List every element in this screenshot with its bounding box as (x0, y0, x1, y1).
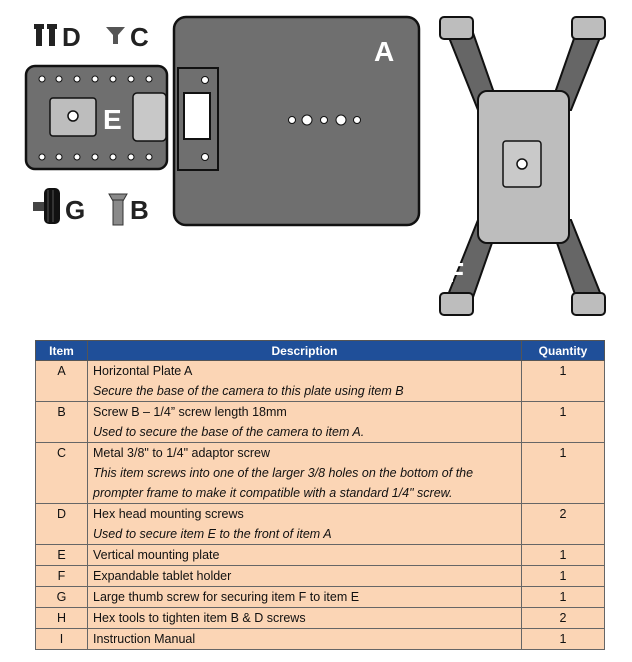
description-note: Secure the base of the camera to this pl… (93, 384, 404, 398)
cell-quantity: 1 (521, 586, 605, 608)
cell-item: C (35, 442, 88, 504)
description-title: Horizontal Plate A (93, 364, 193, 378)
label-b: B (130, 195, 149, 225)
cell-quantity: 1 (521, 628, 605, 650)
label-g: G (65, 195, 85, 225)
vertical-mounting-plate-e (24, 64, 169, 171)
cell-quantity: 1 (521, 401, 605, 443)
description-title: Vertical mounting plate (93, 548, 220, 562)
description-title: Hex head mounting screws (93, 507, 244, 521)
thumb-screw-g (33, 188, 60, 224)
description-title: Large thumb screw for securing item F to… (93, 590, 360, 604)
table-row: G Large thumb screw for securing item F t… (35, 586, 605, 608)
cell-description: Horizontal Plate A Secure the base of the… (87, 360, 522, 402)
table-row: A Horizontal Plate A Secure the base of th… (35, 360, 605, 402)
cell-quantity: 1 (521, 442, 605, 504)
table-row: H Hex tools to tighten item B & D screws 2 (35, 607, 605, 629)
cell-item: G (35, 586, 88, 608)
parts-diagram: D C A E (24, 15, 606, 316)
table-row: F Expandable tablet holder 1 (35, 565, 605, 587)
cell-description: Expandable tablet holder (87, 565, 522, 587)
cell-item: A (35, 360, 88, 402)
cell-item: B (35, 401, 88, 443)
cell-quantity: 1 (521, 544, 605, 566)
table-header-row: Item Description Quantity (35, 340, 605, 361)
label-c: C (130, 22, 149, 52)
label-d: D (62, 22, 81, 52)
cell-quantity: 2 (521, 607, 605, 629)
table-row: I Instruction Manual 1 (35, 628, 605, 650)
cell-description: Large thumb screw for securing item F to… (87, 586, 522, 608)
cell-description: Vertical mounting plate (87, 544, 522, 566)
label-a: A (374, 36, 394, 67)
header-quantity: Quantity (521, 340, 605, 361)
cell-quantity: 1 (521, 565, 605, 587)
description-note: Used to secure the base of the camera to… (93, 425, 365, 439)
cell-item: F (35, 565, 88, 587)
screw-b (108, 193, 128, 226)
description-note: Used to secure item E to the front of it… (93, 527, 332, 541)
description-title: Hex tools to tighten item B & D screws (93, 611, 306, 625)
label-f: F (447, 257, 464, 288)
description-title: Instruction Manual (93, 632, 196, 646)
cell-quantity: 2 (521, 503, 605, 545)
header-item: Item (35, 340, 88, 361)
cell-item: D (35, 503, 88, 545)
description-title: Screw B – 1/4” screw length 18mm (93, 405, 287, 419)
horizontal-plate-a (172, 15, 421, 227)
label-e: E (103, 104, 122, 135)
cell-item: E (35, 544, 88, 566)
cell-quantity: 1 (521, 360, 605, 402)
table-row: E Vertical mounting plate 1 (35, 544, 605, 566)
description-note: This item screws into one of the larger … (93, 466, 474, 480)
tablet-holder-f (439, 16, 606, 316)
header-description: Description (87, 340, 522, 361)
description-title: Metal 3/8" to 1/4" adaptor screw (93, 446, 271, 460)
hex-screws-d (34, 24, 57, 46)
cell-item: H (35, 607, 88, 629)
cell-item: I (35, 628, 88, 650)
table-body: A Horizontal Plate A Secure the base of th… (35, 360, 605, 650)
description-note: prompter frame to make it compatible wit… (93, 486, 453, 500)
cell-description: Hex tools to tighten item B & D screws (87, 607, 522, 629)
cell-description: Instruction Manual (87, 628, 522, 650)
description-title: Expandable tablet holder (93, 569, 232, 583)
adaptor-screw-c (106, 27, 125, 44)
